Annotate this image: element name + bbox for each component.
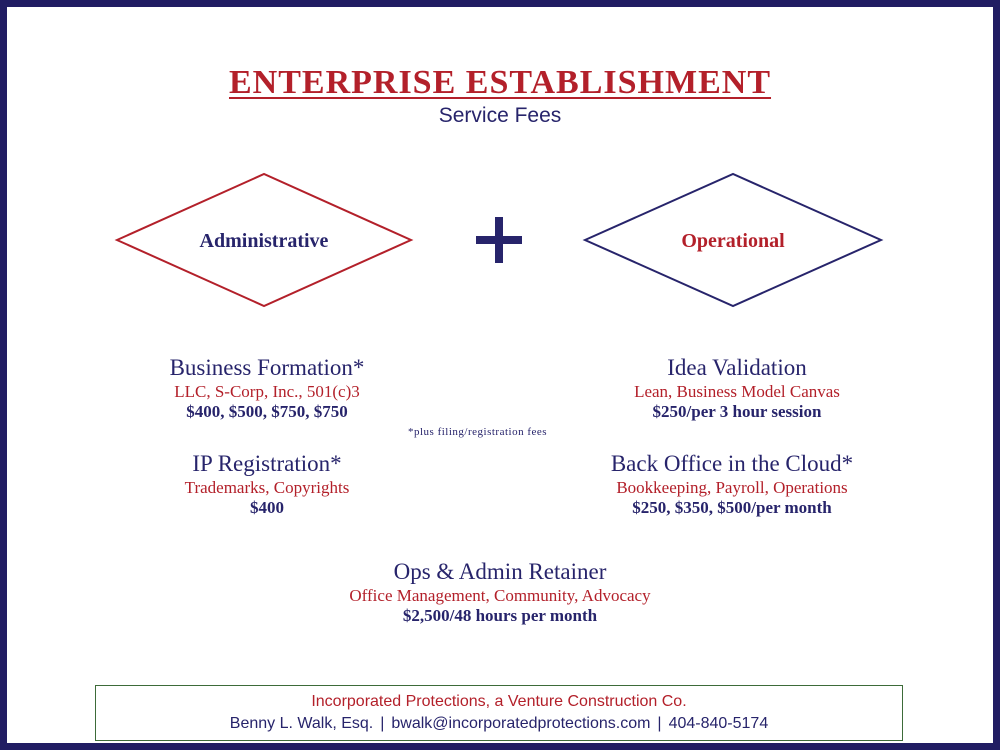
service-name: Ops & Admin Retainer (393, 559, 607, 584)
operational-diamond (582, 172, 884, 308)
business-formation-block: Business Formation* LLC, S-Corp, Inc., 5… (107, 354, 427, 422)
contact-name: Benny L. Walk, Esq. (229, 715, 374, 732)
separator: | (657, 715, 662, 732)
plus-icon (476, 217, 522, 263)
category-diagram (114, 172, 884, 308)
service-price: $250, $350, $500/per month (632, 498, 832, 517)
administrative-label: Administrative (199, 230, 329, 252)
service-detail: Trademarks, Copyrights (184, 478, 350, 497)
service-price: $400 (250, 498, 284, 517)
contact-line: Benny L. Walk, Esq. | bwalk@incorporatedpr… (96, 714, 902, 734)
retainer-block: Ops & Admin Retainer Office Management, … (290, 558, 710, 626)
filing-fees-note: *plus filing/registration fees (408, 426, 548, 438)
company-name: Incorporated Protections, a Venture Cons… (311, 693, 687, 710)
idea-validation-block: Idea Validation Lean, Business Model Can… (567, 354, 907, 422)
service-detail: Bookkeeping, Payroll, Operations (616, 478, 848, 497)
service-name: Back Office in the Cloud* (610, 451, 854, 476)
separator: | (380, 715, 385, 732)
service-detail: LLC, S-Corp, Inc., 501(c)3 (174, 382, 360, 401)
page-title: ENTERPRISE ESTABLISHMENT (228, 64, 772, 101)
ip-registration-block: IP Registration* Trademarks, Copyrights … (117, 450, 417, 518)
page-subtitle: Service Fees (438, 104, 562, 127)
contact-phone[interactable]: 404-840-5174 (668, 715, 769, 732)
administrative-diamond (114, 172, 414, 308)
back-office-block: Back Office in the Cloud* Bookkeeping, P… (547, 450, 917, 518)
service-price: $2,500/48 hours per month (402, 606, 598, 625)
service-name: IP Registration* (192, 451, 342, 476)
contact-email-link[interactable]: bwalk@incorporatedprotections.com (391, 715, 651, 732)
operational-label: Operational (681, 230, 785, 252)
service-price: $250/per 3 hour session (652, 402, 822, 421)
service-detail: Office Management, Community, Advocacy (349, 586, 651, 605)
service-detail: Lean, Business Model Canvas (634, 382, 840, 401)
service-name: Business Formation* (169, 355, 365, 380)
service-price: $400, $500, $750, $750 (186, 402, 348, 421)
service-name: Idea Validation (667, 355, 807, 380)
contact-footer: Incorporated Protections, a Venture Cons… (95, 685, 903, 741)
